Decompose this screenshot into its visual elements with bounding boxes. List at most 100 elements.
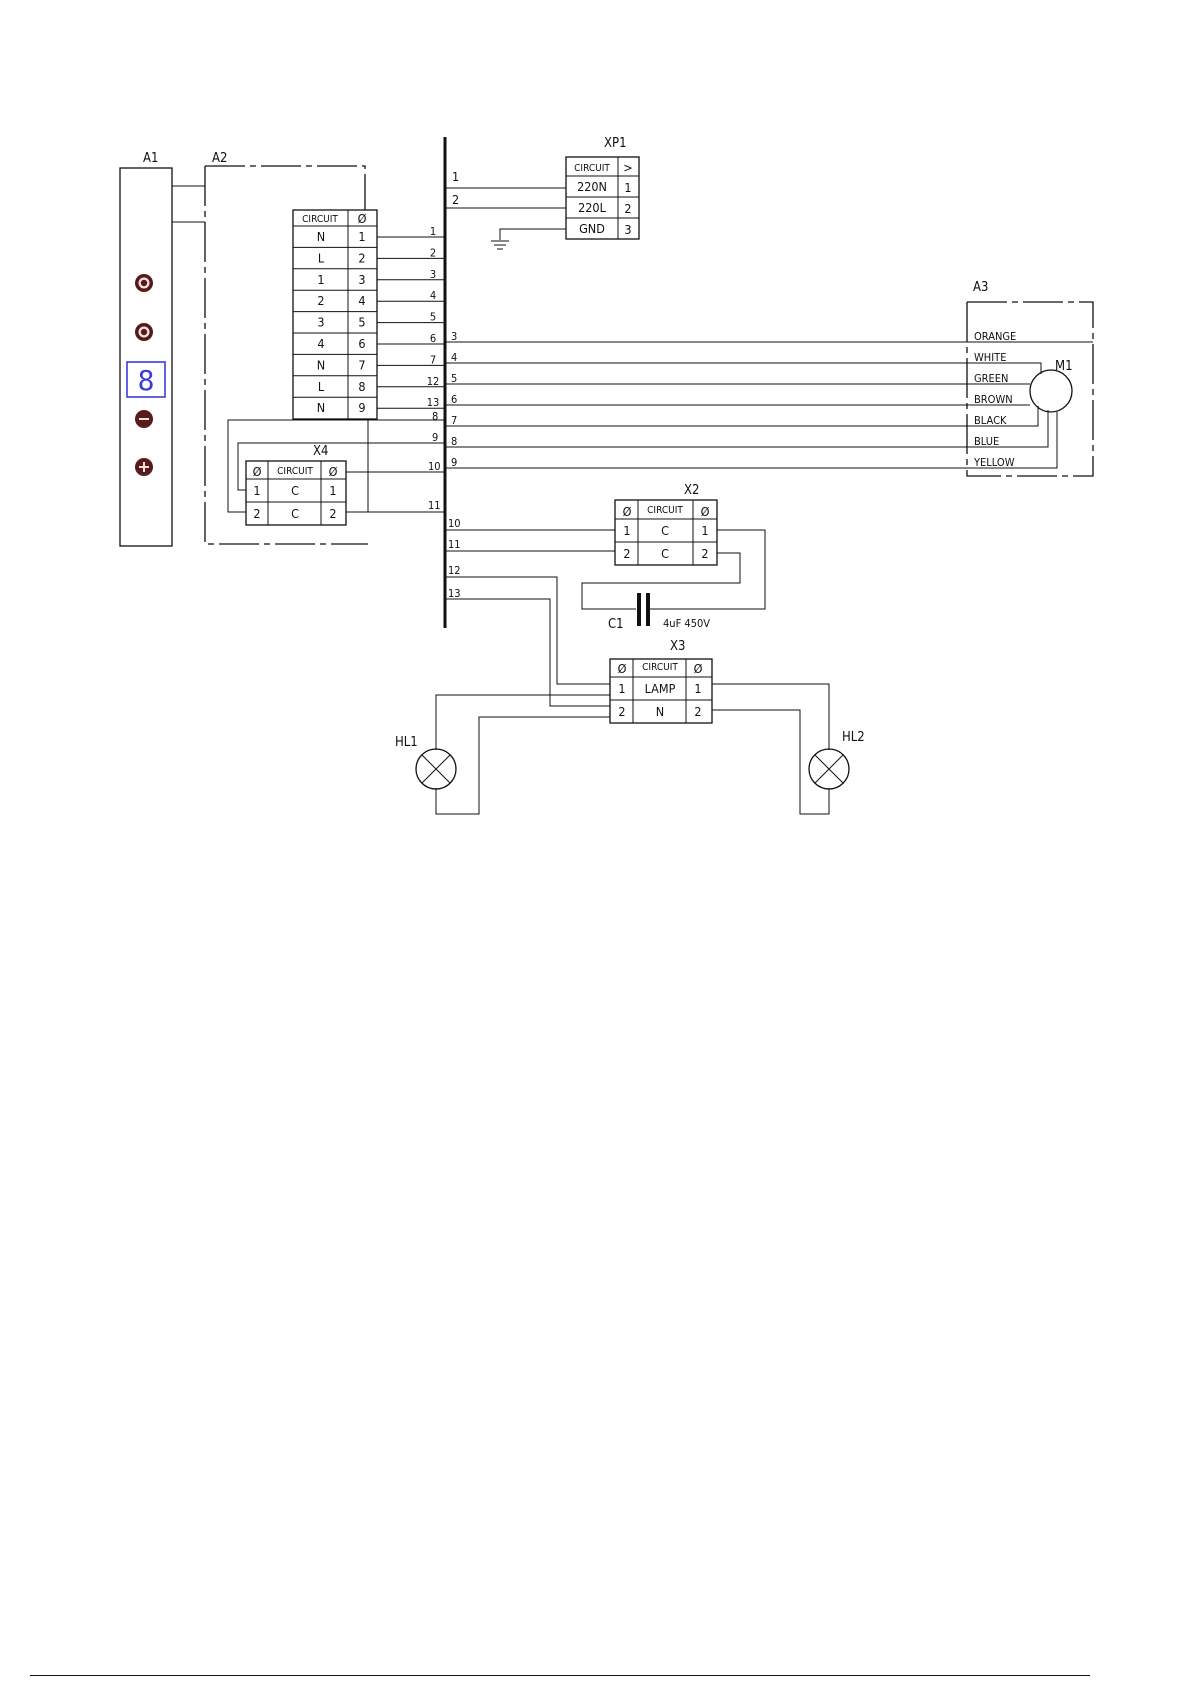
plus-button-icon[interactable] xyxy=(135,458,153,476)
hl1-label: HL1 xyxy=(395,735,418,750)
xp1-row-pin: 1 xyxy=(624,180,631,195)
x2rows-right: 1 xyxy=(701,523,708,538)
x3rows-right: 2 xyxy=(694,704,701,719)
c1-value: 4uF 450V xyxy=(663,617,710,630)
x4rows-right: 2 xyxy=(329,506,336,521)
motor-wire-color: ORANGE xyxy=(974,330,1016,343)
a2-row-circuit: N xyxy=(317,229,325,244)
motor-wire-number: 7 xyxy=(451,414,457,427)
a2-row-pin: 7 xyxy=(358,357,365,372)
ground-icon xyxy=(491,240,509,250)
x3-wire-number: 13 xyxy=(448,587,461,600)
xp1-row-pin: 2 xyxy=(624,201,631,216)
xp1-row-circuit: GND xyxy=(579,221,605,236)
xp1-header-arrow: > xyxy=(623,160,632,175)
xp1-wire-number: 2 xyxy=(452,192,459,207)
x3rows-left: 2 xyxy=(618,704,625,719)
motor-wire-number: 6 xyxy=(451,393,457,406)
motor-wire-color: BLUE xyxy=(974,435,999,448)
a2-header-circuit: CIRCUIT xyxy=(302,214,338,225)
page-bottom-rule xyxy=(30,1675,1090,1676)
x4-label: X4 xyxy=(313,444,328,459)
x3-header-ground-left: Ø xyxy=(618,661,627,676)
xp1-header-circuit: CIRCUIT xyxy=(574,163,610,174)
xp1-label: XP1 xyxy=(604,136,627,151)
x2rows-circuit: C xyxy=(661,523,669,538)
x4rows-circuit: C xyxy=(291,483,299,498)
hl2-label: HL2 xyxy=(842,730,865,745)
a1-control-panel: A1 8 xyxy=(119,151,205,547)
bus-wire-number: 11 xyxy=(428,499,441,512)
x4-header-circuit: CIRCUIT xyxy=(277,466,313,477)
a2-board: A2 xyxy=(204,151,368,545)
x2-wire-number: 10 xyxy=(448,517,461,530)
bus-wire-number: 3 xyxy=(430,268,436,281)
x2rows-right: 2 xyxy=(701,546,708,561)
button-2-icon[interactable] xyxy=(135,323,153,341)
xp1-row-circuit: 220N xyxy=(577,179,607,194)
x2-wire-number: 11 xyxy=(448,538,461,551)
bus-wire-number: 12 xyxy=(427,375,440,388)
xp1-row-circuit: 220L xyxy=(578,200,606,215)
bus-wire-number: 9 xyxy=(432,431,438,444)
xp1-row-pin: 3 xyxy=(624,222,631,237)
c1-label: C1 xyxy=(608,617,624,632)
motor-wire-number: 9 xyxy=(451,456,457,469)
a2-row-pin: 9 xyxy=(358,400,365,415)
bus-wire-number: 1 xyxy=(430,225,436,238)
m1-motor-icon xyxy=(1029,369,1073,413)
x2-label: X2 xyxy=(684,483,699,498)
motor-wire-color: WHITE xyxy=(974,351,1006,364)
x3rows-circuit: LAMP xyxy=(645,681,676,696)
x2rows-circuit: C xyxy=(661,546,669,561)
x3-label: X3 xyxy=(670,639,685,654)
a2-row-circuit: L xyxy=(318,250,325,265)
lamp-hl1-icon xyxy=(415,748,457,790)
motor-wire-number: 4 xyxy=(451,351,457,364)
a2-header-ground: Ø xyxy=(358,211,367,226)
motor-wire-color: YELLOW xyxy=(973,456,1015,469)
bus-wire-number: 8 xyxy=(432,410,438,423)
x4rows-left: 1 xyxy=(253,483,260,498)
seven-segment-display: 8 xyxy=(126,361,166,398)
bus-wire-number: 4 xyxy=(430,289,436,302)
bus-wire-number: 6 xyxy=(430,332,436,345)
a2-row-pin: 3 xyxy=(358,272,365,287)
bus-wire-number: 5 xyxy=(430,311,436,324)
a2-row-circuit: 1 xyxy=(317,272,324,287)
x2-header-ground-left: Ø xyxy=(623,504,632,519)
x2-header-ground-right: Ø xyxy=(701,504,710,519)
capacitor-c1-icon xyxy=(637,593,650,626)
minus-button-icon[interactable] xyxy=(135,410,153,428)
x4rows-left: 2 xyxy=(253,506,260,521)
x3-header-ground-right: Ø xyxy=(694,661,703,676)
x4-header-ground-right: Ø xyxy=(329,464,338,479)
display-digit: 8 xyxy=(138,364,155,397)
motor-wire-number: 8 xyxy=(451,435,457,448)
x3rows-circuit: N xyxy=(656,704,664,719)
motor-wire-number: 5 xyxy=(451,372,457,385)
button-1-icon[interactable] xyxy=(135,274,153,292)
lamp-hl2-icon xyxy=(808,748,850,790)
bus-wire-number: 10 xyxy=(428,460,441,473)
a2-label: A2 xyxy=(212,151,227,166)
a2-row-pin: 1 xyxy=(358,229,365,244)
x4-header-ground-left: Ø xyxy=(253,464,262,479)
motor-wire-color: BROWN xyxy=(974,393,1013,406)
x2rows-left: 2 xyxy=(623,546,630,561)
a3-motor-unit: A3 M1 xyxy=(966,280,1094,477)
left-extra-wires: 8 9 10 11 xyxy=(227,410,445,513)
xp1-wire-number: 1 xyxy=(452,169,459,184)
x4rows-circuit: C xyxy=(291,506,299,521)
m1-label: M1 xyxy=(1055,359,1073,374)
x2rows-left: 1 xyxy=(623,523,630,538)
x3-wire-number: 12 xyxy=(448,564,461,577)
a2-row-pin: 4 xyxy=(358,293,365,308)
a2-row-circuit: N xyxy=(317,357,325,372)
x3rows-left: 1 xyxy=(618,681,625,696)
